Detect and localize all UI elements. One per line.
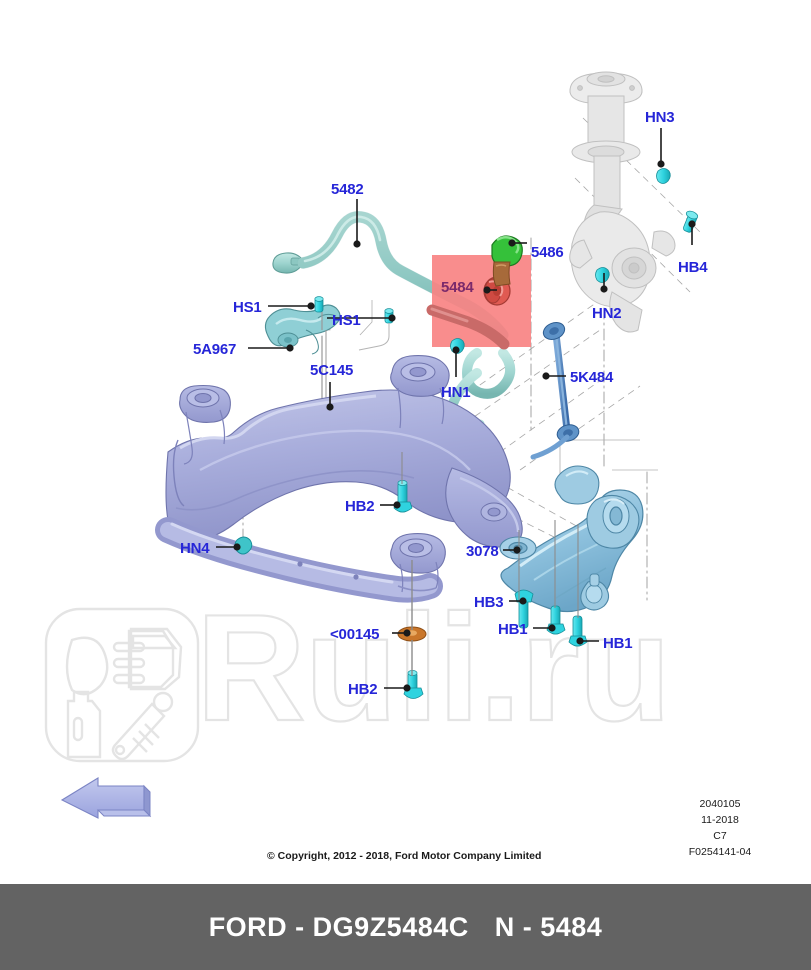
callout-label-5486: 5486 — [531, 244, 564, 261]
figure-id: F0254141-04 — [688, 846, 752, 858]
callout-label-3078: 3078 — [466, 543, 499, 560]
callout-label-HN4: HN4 — [180, 540, 210, 557]
callout-label-HB2-a: HB2 — [345, 498, 375, 515]
callout-label-5C145: 5C145 — [310, 362, 354, 379]
drawing-revision: C7 — [713, 830, 727, 842]
callout-label-HB2-b: HB2 — [348, 681, 378, 698]
subframe-5C145 — [155, 355, 523, 603]
fastener-HN3 — [656, 168, 671, 184]
callout-label-HN1: HN1 — [441, 384, 471, 401]
callout-label-5A967: 5A967 — [193, 341, 237, 358]
drawing-date: 11-2018 — [701, 814, 739, 826]
callout-label-HN3: HN3 — [645, 109, 675, 126]
callout-label-HS1-b: HS1 — [332, 312, 361, 329]
callout-label-5482: 5482 — [331, 181, 364, 198]
callout-label-00145: <00145 — [330, 626, 380, 643]
bracket-5A967 — [264, 304, 341, 355]
callout-label-5484: 5484 — [441, 279, 474, 296]
exploded-view-illustration — [60, 71, 701, 819]
copyright-notice: © Copyright, 2012 - 2018, Ford Motor Com… — [267, 850, 542, 862]
drawing-number: 2040105 — [699, 798, 741, 810]
callout-label-HB3: HB3 — [474, 594, 504, 611]
watermark-layer: Ruli.ru — [44, 582, 672, 763]
footer-callout: N - 5484 — [494, 911, 603, 942]
diagram-canvas: Ruli.ru — [44, 71, 752, 862]
footer-bar: FORD - DG9Z5484C N - 5484 — [0, 884, 811, 970]
footer-inner: FORD - DG9Z5484C N - 5484 — [0, 900, 811, 954]
callout-label-5K484: 5K484 — [570, 369, 614, 386]
watermark-logo-icon — [44, 607, 200, 763]
callout-label-HB1-a: HB1 — [498, 621, 528, 638]
direction-arrow-icon — [60, 777, 152, 819]
highlighted-parts — [426, 235, 523, 350]
footer-brand-part: FORD - DG9Z5484C — [208, 911, 469, 942]
callout-label-HB4: HB4 — [678, 259, 708, 276]
watermark-text: Ruli.ru — [196, 583, 670, 753]
callout-label-HS1-a: HS1 — [233, 299, 262, 316]
footer-text: FORD - DG9Z5484C N - 5484 — [209, 912, 603, 943]
callout-label-HN2: HN2 — [592, 305, 622, 322]
stabilizer-link-5K484 — [530, 322, 580, 460]
strut-assembly-ghost — [569, 71, 676, 333]
fastener-HS1-left — [314, 296, 324, 313]
callout-label-HB1-b: HB1 — [603, 635, 633, 652]
control-arm-3078 — [499, 465, 644, 613]
leader-dots — [233, 160, 696, 692]
fastener-HN2 — [595, 267, 610, 283]
